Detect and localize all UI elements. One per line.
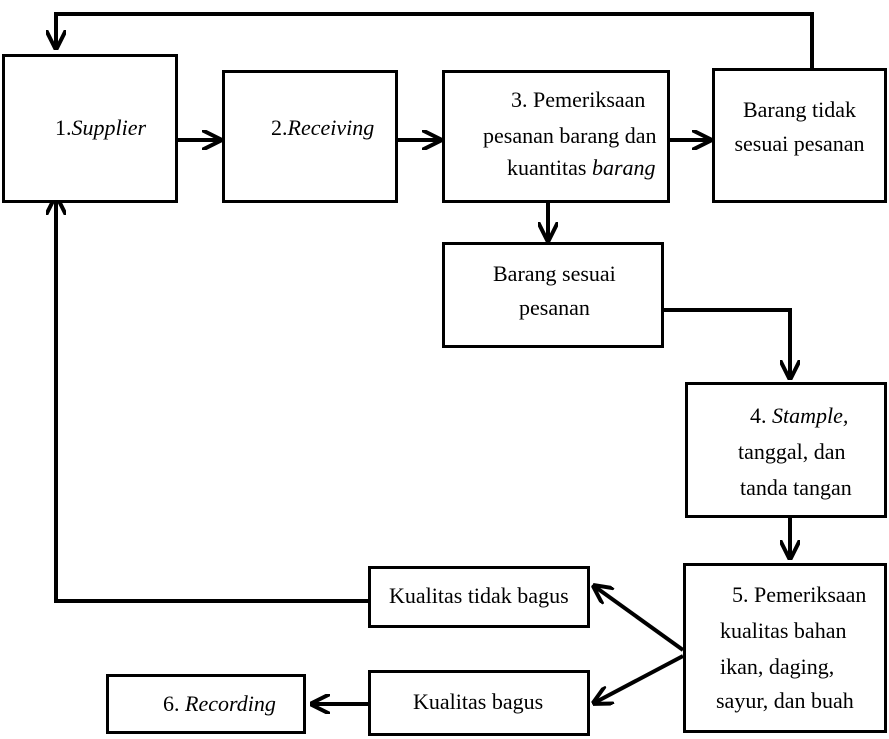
receiving-box: 2.Receiving [222,70,398,203]
not-matching-box: Barang tidak sesuai pesanan [712,68,887,203]
quality-check-line3: ikan, daging, [720,654,835,679]
arrow-matching-to-stample [664,308,790,378]
arrow-bad-quality-to-supplier [56,197,368,603]
quality-check-box: 5. Pemeriksaan kualitas bahan ikan, dagi… [683,563,887,733]
recording-box: 6. Recording [106,674,306,734]
matching-line2: pesanan [519,295,590,320]
feedback-arrow-not-matching-to-supplier [56,12,814,68]
quality-check-line4: sayur, dan buah [716,688,854,713]
arrow-quality-check-to-good-quality [594,654,684,703]
order-check-line3-italic: barang [591,155,656,180]
order-check-line1: 3. Pemeriksaan [511,87,646,112]
receiving-label: 2.Receiving [271,113,374,143]
supplier-box: 1.Supplier [2,54,178,203]
recording-name: Recording [185,691,276,716]
good-quality-box: Kualitas bagus [368,670,590,736]
quality-check-line1: 5. Pemeriksaan [732,582,867,607]
bad-quality-box: Kualitas tidak bagus [368,566,590,628]
stample-number: 4. [750,403,772,428]
stample-line3: tanda tangan [740,475,852,500]
order-check-line2: pesanan barang dan [483,123,657,148]
stample-name: Stample, [772,403,849,428]
not-matching-line2: sesuai pesanan [734,131,865,156]
stample-line1: 4. Stample, [750,401,848,431]
recording-label: 6. Recording [163,689,276,719]
supplier-number: 1. [55,115,72,140]
arrow-quality-check-to-bad-quality [594,586,685,652]
recording-number: 6. [163,691,185,716]
matching-box: Barang sesuai pesanan [442,242,664,348]
order-check-line3-plain: kuantitas [507,155,592,180]
receiving-name: Receiving [287,115,375,140]
supplier-label: 1.Supplier [55,113,146,143]
supplier-name: Supplier [71,115,147,140]
stample-box: 4. Stample, tanggal, dan tanda tangan [685,382,887,518]
not-matching-line1: Barang tidak [742,97,857,122]
quality-check-line2: kualitas bahan [720,618,847,643]
matching-line1: Barang sesuai [493,261,616,286]
receiving-number: 2. [271,115,288,140]
good-quality-label: Kualitas bagus [413,689,544,714]
order-check-box: 3. Pemeriksaan pesanan barang dan kuanti… [442,70,670,203]
bad-quality-label: Kualitas tidak bagus [389,583,569,608]
order-check-line3: kuantitas barang [507,153,656,183]
stample-line2: tanggal, dan [738,439,846,464]
